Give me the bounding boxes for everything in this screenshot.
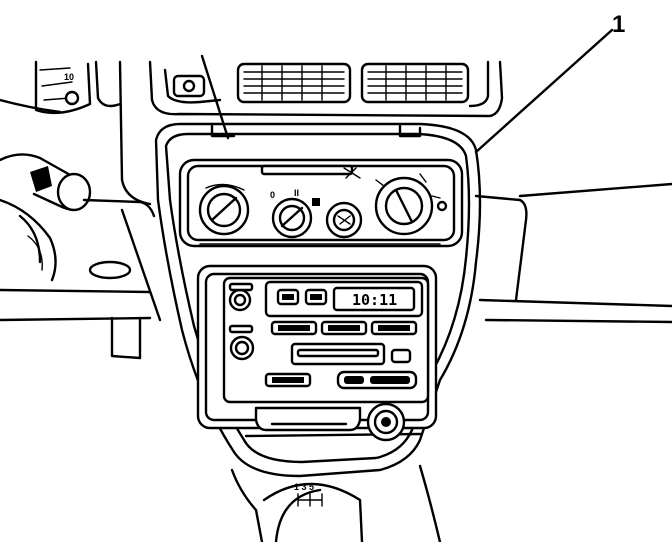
ac-button [325, 201, 363, 239]
shift-console: 1 3 5 [230, 464, 442, 542]
callout-leader-line [474, 28, 614, 154]
center-console-bezel [154, 122, 672, 478]
pointer-line-left [200, 54, 230, 140]
radio-unit: 10:11 [196, 264, 438, 430]
cigarette-lighter [366, 402, 406, 442]
svg-text:II: II [294, 188, 299, 198]
left-air-vent [236, 62, 352, 104]
gear-pattern: 1 3 5 [294, 482, 314, 492]
callout-1: 1 [474, 11, 625, 154]
steering-column [0, 153, 162, 360]
clock-display [332, 286, 416, 312]
gauge-label: 10 [64, 72, 74, 82]
right-air-vent [360, 62, 470, 104]
svg-text:0: 0 [270, 190, 275, 200]
clock-display-text: 10:11 [352, 291, 397, 309]
climate-control-panel: 0 II [178, 158, 464, 248]
fan-speed-knob: 0 II [270, 188, 320, 239]
upper-dash [148, 60, 504, 118]
air-mode-knob [374, 173, 448, 236]
temperature-knob [198, 183, 250, 236]
callout-number: 1 [612, 11, 625, 38]
